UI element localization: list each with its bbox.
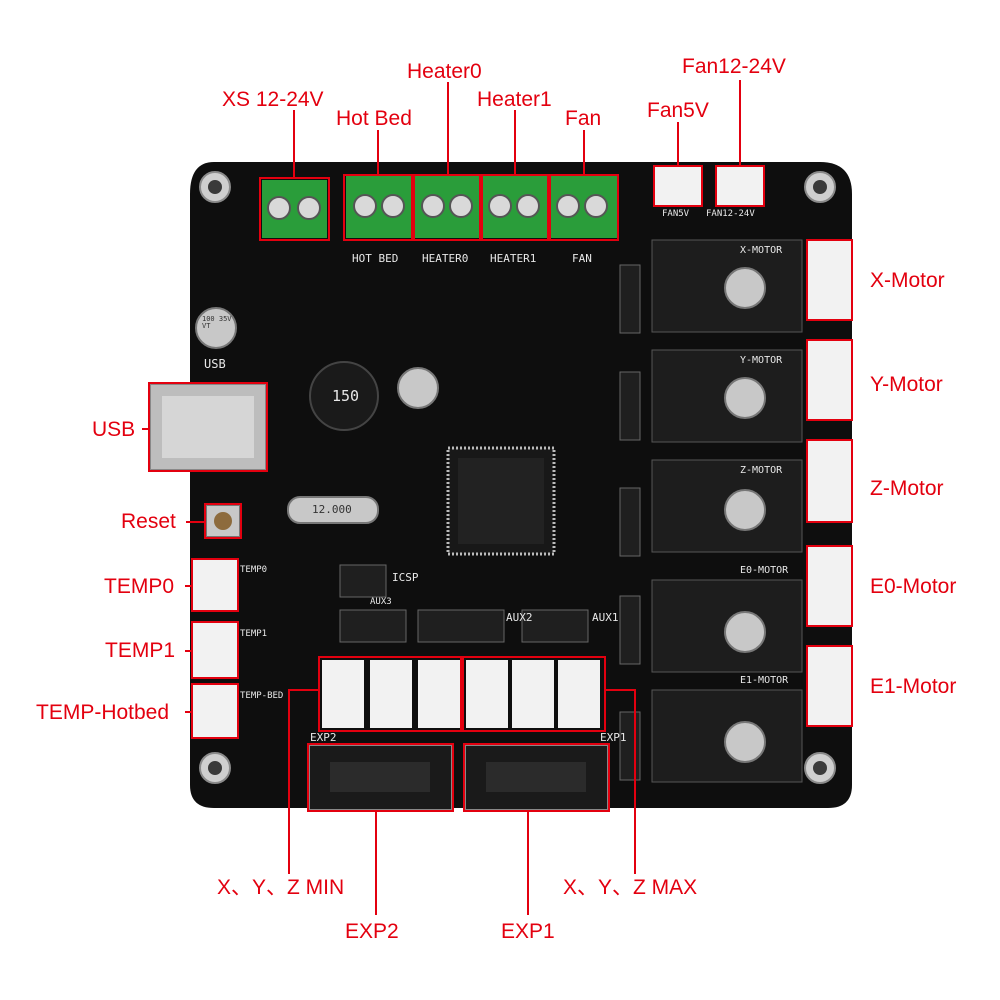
line-heater0 bbox=[447, 82, 449, 175]
crystal bbox=[287, 496, 379, 524]
line-temp0 bbox=[185, 585, 192, 587]
box-max bbox=[462, 656, 606, 732]
line-min-h bbox=[288, 689, 319, 691]
microcontroller-chip bbox=[446, 446, 556, 556]
line-hot-bed bbox=[377, 130, 379, 175]
inductor bbox=[309, 361, 379, 431]
silk-fan: FAN bbox=[572, 252, 592, 265]
label-max: X、Y、Z MAX bbox=[563, 876, 698, 899]
silk-x-motor: X-MOTOR bbox=[740, 245, 783, 256]
silk-temp0: TEMP0 bbox=[240, 565, 268, 575]
silk-fan12-24v: FAN12-24V bbox=[706, 209, 755, 219]
silk-hot-bed: HOT BED bbox=[352, 252, 399, 265]
label-temp-hotbed: TEMP-Hotbed bbox=[36, 701, 170, 724]
silk-z-motor: Z-MOTOR bbox=[740, 465, 783, 476]
silk-aux3: AUX3 bbox=[370, 597, 392, 607]
label-temp0: TEMP0 bbox=[104, 575, 175, 598]
silk-y-motor: Y-MOTOR bbox=[740, 355, 783, 366]
label-fan12-24v: Fan12-24V bbox=[682, 55, 786, 78]
box-fan bbox=[549, 174, 619, 241]
box-min bbox=[318, 656, 462, 732]
silk-capacitor: 100 35V VT bbox=[202, 315, 232, 330]
line-max-v bbox=[634, 689, 636, 874]
box-fan12-24v bbox=[715, 165, 765, 207]
box-temp-hotbed bbox=[191, 683, 239, 739]
box-temp1 bbox=[191, 621, 239, 679]
label-temp1: TEMP1 bbox=[105, 639, 176, 662]
label-min: X、Y、Z MIN bbox=[217, 876, 345, 899]
silk-aux2: AUX2 bbox=[506, 611, 533, 624]
line-max-h bbox=[605, 689, 635, 691]
line-exp2 bbox=[375, 811, 377, 915]
silk-aux1: AUX1 bbox=[592, 611, 619, 624]
label-fan: Fan bbox=[565, 107, 602, 130]
silk-temp1: TEMP1 bbox=[240, 629, 268, 639]
box-fan5v bbox=[653, 165, 703, 207]
line-heater1 bbox=[514, 110, 516, 175]
main-capacitor-b bbox=[397, 367, 439, 409]
fan-connectors bbox=[655, 167, 763, 205]
line-fan5v bbox=[677, 122, 679, 166]
label-x-motor: X-Motor bbox=[870, 269, 945, 292]
silk-fan5v: FAN5V bbox=[662, 209, 690, 219]
label-xs: XS 12-24V bbox=[222, 88, 324, 111]
line-usb bbox=[142, 428, 149, 430]
label-y-motor: Y-Motor bbox=[870, 373, 943, 396]
label-z-motor: Z-Motor bbox=[870, 477, 944, 500]
silk-e0-motor: E0-MOTOR bbox=[740, 565, 789, 576]
label-heater0: Heater0 bbox=[407, 60, 482, 83]
label-usb: USB bbox=[92, 418, 136, 441]
box-x-motor bbox=[806, 239, 853, 321]
line-fan bbox=[583, 130, 585, 175]
box-heater0 bbox=[413, 174, 481, 241]
silk-usb: USB bbox=[204, 357, 226, 371]
box-heater1 bbox=[481, 174, 549, 241]
stepper-capacitors bbox=[724, 267, 766, 763]
silk-e1-motor: E1-MOTOR bbox=[740, 675, 789, 686]
box-z-motor bbox=[806, 439, 853, 523]
endstop-connectors bbox=[322, 660, 600, 728]
box-hot-bed bbox=[343, 174, 413, 241]
label-e1-motor: E1-Motor bbox=[870, 675, 957, 698]
label-e0-motor: E0-Motor bbox=[870, 575, 957, 598]
box-usb bbox=[148, 382, 268, 472]
silk-crystal: 12.000 bbox=[312, 503, 352, 516]
box-exp1 bbox=[463, 743, 610, 812]
label-fan5v: Fan5V bbox=[647, 99, 709, 122]
silk-temp-bed: TEMP-BED bbox=[240, 691, 284, 701]
label-exp2: EXP2 bbox=[345, 920, 399, 943]
line-reset bbox=[186, 521, 205, 523]
silk-icsp: ICSP bbox=[392, 571, 419, 584]
line-xs bbox=[293, 110, 295, 178]
mounting-holes bbox=[199, 171, 836, 784]
main-capacitor-a bbox=[195, 307, 237, 349]
box-reset bbox=[204, 503, 242, 539]
silk-heater1: HEATER1 bbox=[490, 252, 537, 265]
label-exp1: EXP1 bbox=[501, 920, 555, 943]
label-heater1: Heater1 bbox=[477, 88, 552, 111]
silk-exp1: EXP1 bbox=[600, 731, 627, 744]
silk-inductor: 150 bbox=[332, 387, 360, 405]
box-e0-motor bbox=[806, 545, 853, 627]
label-reset: Reset bbox=[121, 510, 176, 533]
line-temp-hotbed bbox=[185, 711, 192, 713]
line-exp1 bbox=[527, 811, 529, 915]
box-xs bbox=[259, 177, 330, 241]
label-hot-bed: Hot Bed bbox=[336, 107, 412, 130]
box-exp2 bbox=[307, 743, 454, 812]
box-y-motor bbox=[806, 339, 853, 421]
line-fan12-24v bbox=[739, 80, 741, 166]
temp-connectors bbox=[193, 560, 237, 737]
box-temp0 bbox=[191, 558, 239, 612]
silk-heater0: HEATER0 bbox=[422, 252, 469, 265]
silk-exp2: EXP2 bbox=[310, 731, 337, 744]
line-temp1 bbox=[185, 650, 192, 652]
box-e1-motor bbox=[806, 645, 853, 727]
motor-connectors bbox=[808, 241, 851, 725]
usb-port bbox=[149, 383, 267, 471]
line-min-v bbox=[288, 689, 290, 874]
